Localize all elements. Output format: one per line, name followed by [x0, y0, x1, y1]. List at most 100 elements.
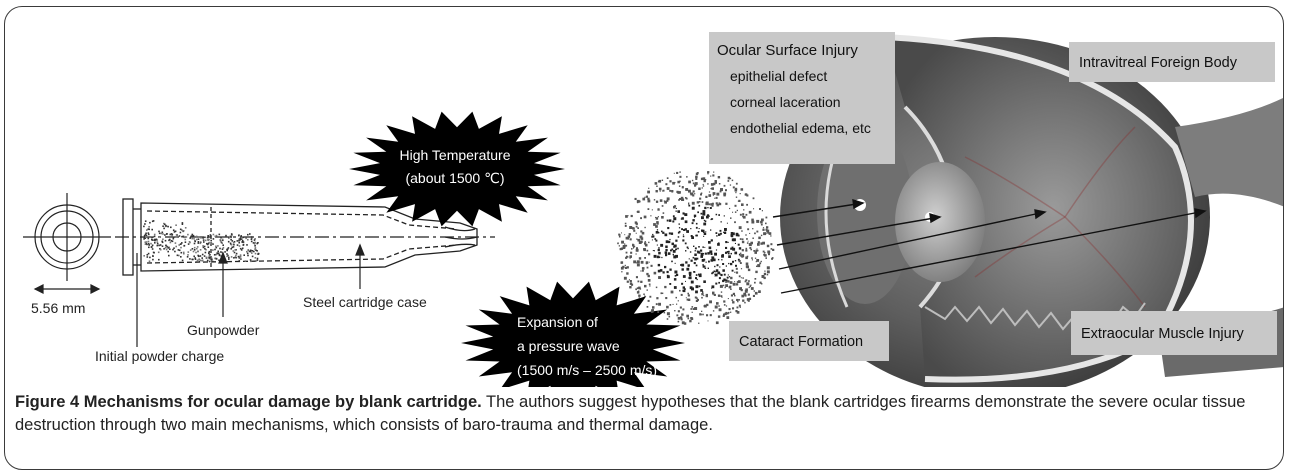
powder-grain [175, 231, 177, 233]
ocular-surface-title: Ocular Surface Injury [717, 42, 858, 59]
particle [685, 197, 687, 199]
particle [686, 230, 689, 233]
particle [675, 240, 677, 242]
particle [675, 255, 678, 258]
particle [740, 307, 741, 308]
particle [747, 256, 749, 258]
particle [736, 268, 738, 270]
particle [681, 217, 684, 220]
particle [621, 262, 623, 264]
particle [688, 278, 689, 279]
particle [644, 227, 645, 228]
powder-grain [165, 225, 167, 227]
particle [761, 235, 762, 236]
powder-grain [200, 237, 202, 239]
particle [656, 287, 658, 289]
particle [708, 320, 709, 321]
particle [624, 243, 625, 244]
particle [656, 186, 658, 188]
powder-grain [158, 259, 160, 261]
particle [718, 305, 720, 307]
powder-grain [192, 234, 194, 236]
powder-grain [240, 235, 242, 237]
particle [765, 257, 767, 259]
particle [642, 267, 645, 270]
cataract-label: Cataract Formation [739, 334, 863, 350]
particle [696, 173, 698, 175]
particle [716, 249, 717, 250]
particle [732, 301, 734, 303]
particle [625, 223, 627, 225]
particle [714, 198, 715, 199]
particle [679, 290, 681, 292]
powder-grain [192, 235, 194, 237]
particle [637, 227, 639, 229]
particle [630, 252, 632, 254]
powder-grain [251, 252, 253, 254]
powder-grain [219, 248, 221, 250]
powder-grain [243, 254, 245, 256]
particle [723, 193, 726, 196]
particle [749, 211, 752, 214]
particle [722, 269, 725, 272]
particle [664, 312, 666, 314]
particle [673, 304, 674, 305]
particle [678, 321, 680, 323]
particle [692, 312, 693, 313]
particle [720, 274, 722, 276]
particle [681, 228, 683, 230]
particle [730, 217, 732, 219]
powder-grain [208, 255, 210, 257]
particle [640, 217, 642, 219]
powder-grain [151, 239, 153, 241]
powder-grain [240, 254, 242, 256]
particle [654, 199, 655, 200]
particle [762, 229, 764, 231]
powder-grain [203, 239, 205, 241]
particle [749, 247, 751, 249]
powder-grain [238, 240, 240, 242]
powder-grain [151, 229, 153, 231]
particle [703, 231, 705, 233]
particle [647, 267, 649, 269]
powder-grain [165, 247, 167, 249]
particle [652, 234, 653, 235]
particle [651, 309, 654, 312]
particle [736, 183, 738, 185]
particle [648, 253, 650, 255]
particle [701, 213, 703, 215]
particle [674, 278, 677, 281]
particle [654, 272, 657, 275]
particle [647, 306, 649, 308]
particle [710, 188, 711, 189]
particle [705, 253, 707, 255]
particle [755, 250, 757, 252]
particle [633, 248, 634, 249]
particle [702, 264, 703, 265]
particle [724, 274, 726, 276]
particle [741, 277, 742, 278]
powder-grain [212, 261, 214, 263]
powder-grain [145, 220, 147, 222]
case-label: Steel cartridge case [303, 294, 427, 310]
powder-grain [211, 259, 213, 261]
particle [739, 247, 741, 249]
particle [732, 307, 734, 309]
particle [723, 315, 725, 317]
powder-grain [230, 243, 232, 245]
particle [696, 227, 698, 229]
particle [766, 217, 768, 219]
particle [699, 198, 701, 200]
particle [716, 235, 717, 236]
particle [747, 228, 749, 230]
powder-grain [152, 221, 154, 223]
powder-grain [148, 241, 150, 243]
particle [691, 235, 693, 237]
particle [722, 254, 724, 256]
powder-grain [185, 227, 187, 229]
particle [725, 281, 727, 283]
powder-grain [175, 242, 177, 244]
particle [753, 208, 754, 209]
particle [700, 194, 702, 196]
particle [747, 266, 748, 267]
